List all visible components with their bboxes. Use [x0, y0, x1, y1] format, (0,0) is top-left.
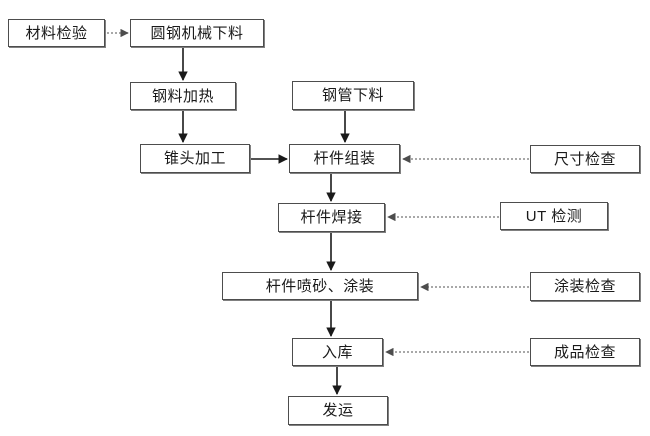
node-label-rod-blasting-coating: 杆件喷砂、涂装 [265, 277, 375, 295]
node-finished-goods-check[interactable]: 成品检查 [530, 338, 640, 366]
node-steel-heating[interactable]: 钢料加热 [130, 82, 236, 110]
node-rod-blasting-coating[interactable]: 杆件喷砂、涂装 [222, 272, 418, 300]
node-cone-head-machining[interactable]: 锥头加工 [140, 144, 250, 173]
node-ut-testing[interactable]: UT 检测 [500, 202, 608, 230]
node-label-ut-testing: UT 检测 [525, 207, 583, 225]
node-label-material-inspection: 材料检验 [25, 24, 88, 42]
node-label-warehousing: 入库 [321, 343, 353, 361]
node-steel-pipe-cutting[interactable]: 钢管下料 [292, 81, 414, 110]
node-rod-assembly[interactable]: 杆件组装 [289, 144, 400, 173]
node-label-coating-check: 涂装检查 [553, 278, 616, 295]
node-warehousing[interactable]: 入库 [292, 338, 383, 366]
node-label-round-steel-cutting: 圆钢机械下料 [150, 24, 244, 42]
node-label-shipping: 发运 [322, 402, 354, 419]
node-label-dimension-check: 尺寸检查 [553, 150, 616, 168]
node-label-rod-welding: 杆件焊接 [300, 209, 363, 226]
node-dimension-check[interactable]: 尺寸检查 [530, 145, 640, 173]
node-coating-check[interactable]: 涂装检查 [530, 272, 640, 301]
node-label-finished-goods-check: 成品检查 [553, 343, 616, 361]
node-rod-welding[interactable]: 杆件焊接 [278, 203, 385, 232]
node-label-rod-assembly: 杆件组装 [313, 150, 376, 167]
node-label-steel-pipe-cutting: 钢管下料 [321, 87, 384, 104]
node-label-cone-head-machining: 锥头加工 [163, 150, 226, 167]
node-material-inspection[interactable]: 材料检验 [8, 19, 105, 47]
node-shipping[interactable]: 发运 [288, 396, 388, 425]
node-round-steel-cutting[interactable]: 圆钢机械下料 [130, 19, 264, 47]
node-label-steel-heating: 钢料加热 [151, 87, 214, 105]
